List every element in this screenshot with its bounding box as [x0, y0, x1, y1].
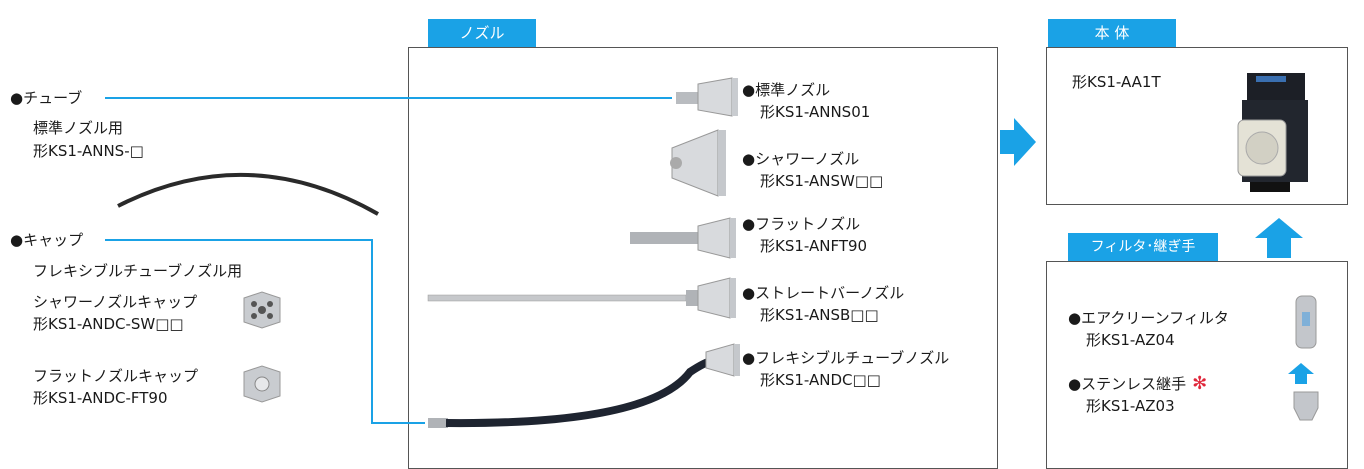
cap-subtitle: フレキシブルチューブノズル用 — [33, 262, 243, 280]
tab-filter: フィルタ･継ぎ手 — [1068, 233, 1218, 261]
nozzle-panel — [408, 47, 998, 469]
straight-bar-nozzle-image — [427, 277, 736, 319]
arrow-up-icon — [1255, 218, 1303, 258]
tab-nozzle: ノズル — [428, 19, 536, 47]
tube-model: 形KS1-ANNS-□ — [33, 142, 144, 160]
joint-name: ●ステンレス継手 — [1068, 375, 1187, 393]
cap-title: ●キャップ — [10, 231, 84, 249]
nozzle-flat-name: ●フラットノズル — [742, 215, 861, 233]
tube-subtitle: 標準ノズル用 — [33, 119, 124, 137]
nozzle-flexible-name: ●フレキシブルチューブノズル — [742, 349, 950, 367]
air-filter-name: ●エアクリーンフィルタ — [1068, 309, 1229, 327]
nozzle-shower-model: 形KS1-ANSW□□ — [760, 172, 884, 190]
joint-name-row: ●ステンレス継手 ✻ — [1068, 374, 1207, 394]
air-filter-model: 形KS1-AZ04 — [1086, 331, 1175, 349]
nozzle-standard-name: ●標準ノズル — [742, 81, 831, 99]
nozzle-flat-model: 形KS1-ANFT90 — [760, 237, 868, 255]
nozzle-shower-name: ●シャワーノズル — [742, 150, 860, 168]
flexible-tube-nozzle-image — [428, 343, 740, 428]
flat-cap-image — [243, 365, 281, 403]
stainless-joint-image — [1293, 391, 1319, 421]
tube-arc — [117, 172, 379, 216]
asterisk-icon: ✻ — [1192, 373, 1208, 394]
flat-cap-model: 形KS1-ANDC-FT90 — [33, 389, 168, 407]
air-filter-image — [1295, 295, 1317, 349]
arrow-right-icon — [1000, 118, 1036, 166]
body-device-image — [1237, 73, 1308, 192]
cap-connector-line — [105, 239, 425, 424]
shower-cap-label: シャワーノズルキャップ — [33, 293, 198, 311]
filter-panel — [1046, 261, 1348, 469]
shower-nozzle-image — [670, 129, 726, 197]
flat-cap-label: フラットノズルキャップ — [33, 367, 199, 385]
flat-nozzle-image — [630, 217, 736, 259]
nozzle-flexible-model: 形KS1-ANDC□□ — [760, 371, 881, 389]
arrow-up-small-icon — [1288, 363, 1314, 384]
nozzle-standard-model: 形KS1-ANNS01 — [760, 103, 871, 121]
shower-cap-model: 形KS1-ANDC-SW□□ — [33, 315, 184, 333]
standard-nozzle-image — [676, 77, 738, 117]
body-model: 形KS1-AA1T — [1072, 73, 1161, 91]
diagram-graphics — [105, 73, 1319, 428]
shower-cap-image — [243, 291, 281, 329]
tab-body: 本 体 — [1048, 19, 1176, 47]
tube-title: ●チューブ — [10, 89, 83, 107]
nozzle-straightbar-name: ●ストレートバーノズル — [742, 284, 905, 302]
joint-model: 形KS1-AZ03 — [1086, 397, 1175, 415]
nozzle-straightbar-model: 形KS1-ANSB□□ — [760, 306, 879, 324]
